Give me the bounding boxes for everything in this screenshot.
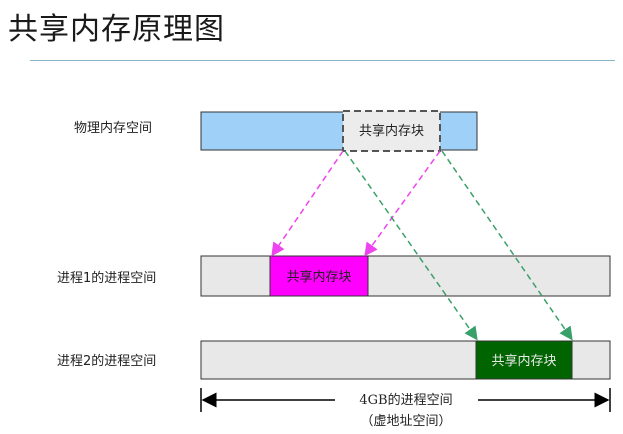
mapping-arrow-p1-right (364, 150, 441, 257)
process2-shared-block-label: 共享内存块 (491, 353, 556, 369)
page-title: 共享内存原理图 (8, 12, 225, 47)
physical-shared-block-label: 共享内存块 (359, 123, 424, 139)
process1-shared-block (269, 255, 369, 297)
physical-memory-label: 物理内存空间 (74, 121, 153, 136)
span-label-line1: 4GB的进程空间 (359, 392, 452, 408)
process2-space-label: 进程2的进程空间 (57, 354, 157, 369)
mapping-arrow-p2-right (441, 150, 573, 341)
physical-shared-block (342, 110, 441, 152)
mapping-arrow-p2-left (344, 150, 478, 341)
mapping-arrow-p1-left (271, 150, 344, 257)
process2-shared-block (475, 340, 573, 380)
span-label-line2: （虚地址空间） (360, 414, 451, 429)
title-divider (30, 60, 615, 61)
process1-space-bar (200, 255, 611, 297)
process1-space-label: 进程1的进程空间 (57, 271, 157, 286)
process1-shared-block-label: 共享内存块 (286, 269, 351, 285)
